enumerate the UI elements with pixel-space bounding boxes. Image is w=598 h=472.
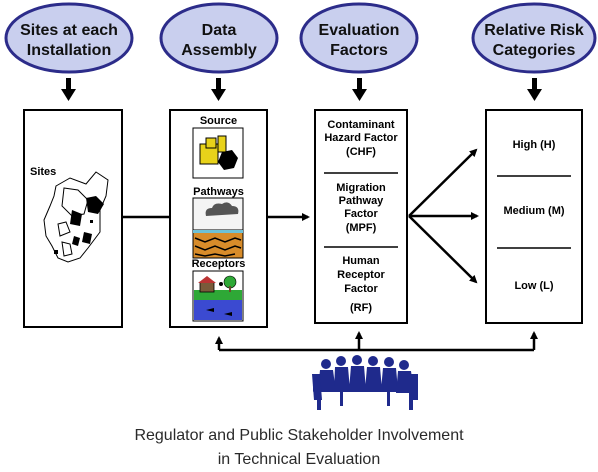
category-high: High (H) [513,139,556,151]
chf-line2: Hazard Factor [324,132,398,144]
header-eval-line1: Evaluation [319,22,400,39]
pathways-image [192,197,244,259]
chf-line1: Contaminant [327,119,395,131]
header-bubble-risk-categories: Relative Risk Categories [471,2,597,74]
header-bubble-data-assembly: Data Assembly [159,2,279,74]
stakeholder-feedback-line [215,331,538,352]
rf-line3: Factor [344,283,378,295]
header-risk-line2: Categories [493,42,576,59]
header-bubble-sites: Sites at each Installation [4,2,134,74]
down-arrows [61,78,542,101]
mpf-line1: Migration [336,182,386,194]
arrow-to-high [408,148,478,217]
mpf-line2: Pathway [339,195,385,207]
receptors-image [192,270,244,322]
source-label: Source [200,115,237,127]
down-arrow-1-icon [61,78,76,101]
header-sites-line1: Sites at each [20,22,118,39]
rf-line2: Receptor [337,269,385,281]
risk-categories-box: High (H) Medium (M) Low (L) [485,109,583,324]
header-bubble-evaluation-factors: Evaluation Factors [299,2,419,74]
category-medium: Medium (M) [503,205,564,217]
header-eval-line2: Factors [330,42,388,59]
caption-line2: in Technical Evaluation [217,451,381,468]
sites-box: Sites [23,109,123,328]
header-data-line1: Data [202,22,237,39]
mpf-line3: Factor [344,208,378,220]
down-arrow-4-icon [527,78,542,101]
installation-map-icon [43,171,109,263]
fan-out-arrows [408,148,479,284]
header-data-line2: Assembly [181,42,257,59]
rf-line1: Human [342,255,380,267]
pathways-label: Pathways [193,186,244,198]
caption-line1: Regulator and Public Stakeholder Involve… [134,427,464,444]
receptors-label: Receptors [192,258,246,270]
data-assembly-box: Source Pathways Receptors [169,109,268,328]
header-sites-line2: Installation [27,42,111,59]
chf-line3: (CHF) [346,146,376,158]
sites-label: Sites [30,166,56,178]
category-low: Low (L) [514,280,553,292]
arrow-to-low [408,215,478,284]
evaluation-factors-box: Contaminant Hazard Factor (CHF) Migratio… [314,109,408,324]
header-risk-line1: Relative Risk [484,22,584,39]
mpf-line4: (MPF) [346,222,377,234]
stakeholders-meeting-icon [312,355,418,410]
down-arrow-2-icon [211,78,226,101]
source-image [192,127,244,179]
down-arrow-3-icon [352,78,367,101]
rf-line4: (RF) [350,302,372,314]
